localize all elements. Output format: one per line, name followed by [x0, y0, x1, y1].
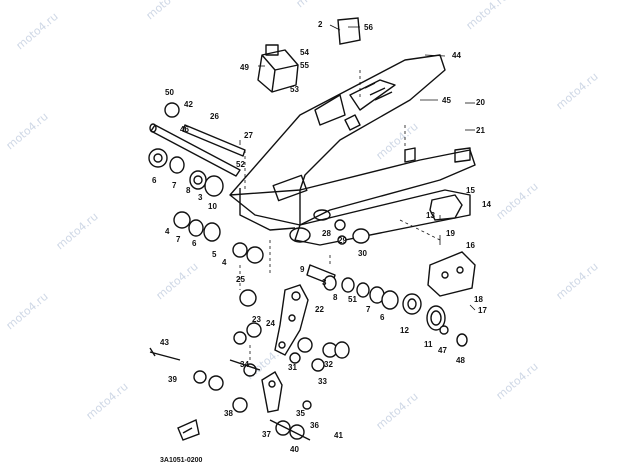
chain-guide	[337, 17, 361, 45]
part-label-34: 34	[240, 360, 249, 369]
part-label-8: 8	[186, 186, 191, 195]
part-label-40: 40	[290, 445, 299, 454]
part-label-13: 13	[426, 211, 435, 220]
part-label-47: 47	[438, 346, 447, 355]
part-label-18: 18	[474, 295, 483, 304]
part-label-19: 19	[446, 229, 455, 238]
part-label-14: 14	[482, 200, 491, 209]
part-label-46: 46	[180, 125, 189, 134]
part-label-7: 7	[366, 305, 371, 314]
watermark-text: moto4.ru	[144, 0, 191, 22]
diagram-code: 3A1051-0200	[160, 457, 203, 464]
watermark-text: moto4.ru	[374, 120, 421, 162]
relay-arm	[274, 284, 309, 356]
part-label-50: 50	[165, 88, 174, 97]
part-label-36: 36	[310, 421, 319, 430]
part-label-3: 3	[322, 278, 327, 287]
watermark-text: moto4.ru	[4, 290, 51, 332]
part-label-21: 21	[476, 126, 485, 135]
left-bearings	[148, 102, 370, 264]
leader-lines	[239, 24, 476, 311]
watermark-text: moto4.ru	[464, 0, 511, 32]
part-label-12: 12	[400, 326, 409, 335]
watermark-text: moto4.ru	[84, 380, 131, 422]
watermark-text: moto4.ru	[54, 210, 101, 252]
part-label-43: 43	[160, 338, 169, 347]
part-label-54: 54	[300, 48, 309, 57]
part-label-6: 6	[192, 239, 197, 248]
part-label-26: 26	[210, 112, 219, 121]
part-label-33: 33	[318, 377, 327, 386]
part-label-5: 5	[212, 250, 217, 259]
watermark-text: moto4.ru	[554, 70, 601, 112]
part-label-10: 10	[208, 202, 217, 211]
swingarm-body	[229, 54, 476, 246]
part-label-6: 6	[152, 176, 157, 185]
lower-small-parts	[149, 289, 350, 441]
assembly-lines	[239, 70, 441, 360]
part-label-2: 2	[318, 20, 323, 29]
part-label-44: 44	[452, 51, 461, 60]
connecting-rod	[261, 371, 283, 413]
part-label-16: 16	[466, 241, 475, 250]
part-label-7: 7	[172, 181, 177, 190]
chain-support	[427, 251, 476, 297]
watermark-text: moto4.ru	[4, 110, 51, 152]
part-label-23: 23	[252, 315, 261, 324]
part-label-31: 31	[288, 363, 297, 372]
part-label-20: 20	[476, 98, 485, 107]
watermark-text: moto4.ru	[14, 10, 61, 52]
watermark-text: moto4.ru	[294, 0, 341, 10]
part-label-30: 30	[358, 249, 367, 258]
part-label-27: 27	[244, 131, 253, 140]
part-label-38: 38	[224, 409, 233, 418]
part-label-42: 42	[184, 100, 193, 109]
part-label-11: 11	[424, 340, 433, 349]
part-label-15: 15	[466, 186, 475, 195]
part-label-45: 45	[442, 96, 451, 105]
part-label-32: 32	[324, 360, 333, 369]
part-label-6: 6	[380, 313, 385, 322]
chain-puller	[429, 194, 463, 221]
part-label-39: 39	[168, 375, 177, 384]
part-label-17: 17	[478, 306, 487, 315]
part-label-35: 35	[296, 409, 305, 418]
part-label-8: 8	[333, 293, 338, 302]
part-label-49: 49	[240, 63, 249, 72]
part-label-51: 51	[348, 295, 357, 304]
part-label-22: 22	[315, 305, 324, 314]
part-label-25: 25	[236, 275, 245, 284]
part-label-53: 53	[290, 85, 299, 94]
watermark-text: moto4.ru	[154, 260, 201, 302]
part-label-56: 56	[364, 23, 373, 32]
part-label-3: 3	[198, 193, 203, 202]
part-label-48: 48	[456, 356, 465, 365]
right-bearings	[306, 264, 468, 347]
part-label-29: 29	[338, 236, 347, 245]
part-label-4: 4	[222, 258, 227, 267]
rubber-block	[257, 44, 299, 93]
part-label-7: 7	[176, 235, 181, 244]
part-label-28: 28	[322, 229, 331, 238]
part-label-37: 37	[262, 430, 271, 439]
part-label-9: 9	[300, 265, 305, 274]
watermark-text: moto4.ru	[374, 390, 421, 432]
watermark-text: moto4.ru	[554, 260, 601, 302]
watermark-text: moto4.ru	[494, 180, 541, 222]
pivot-shaft	[149, 123, 246, 177]
watermark-text: moto4.ru	[494, 360, 541, 402]
part-label-4: 4	[165, 227, 170, 236]
part-label-55: 55	[300, 61, 309, 70]
part-label-24: 24	[266, 319, 275, 328]
part-label-41: 41	[334, 431, 343, 440]
front-arrow-icon	[177, 419, 200, 441]
part-label-52: 52	[236, 160, 245, 169]
